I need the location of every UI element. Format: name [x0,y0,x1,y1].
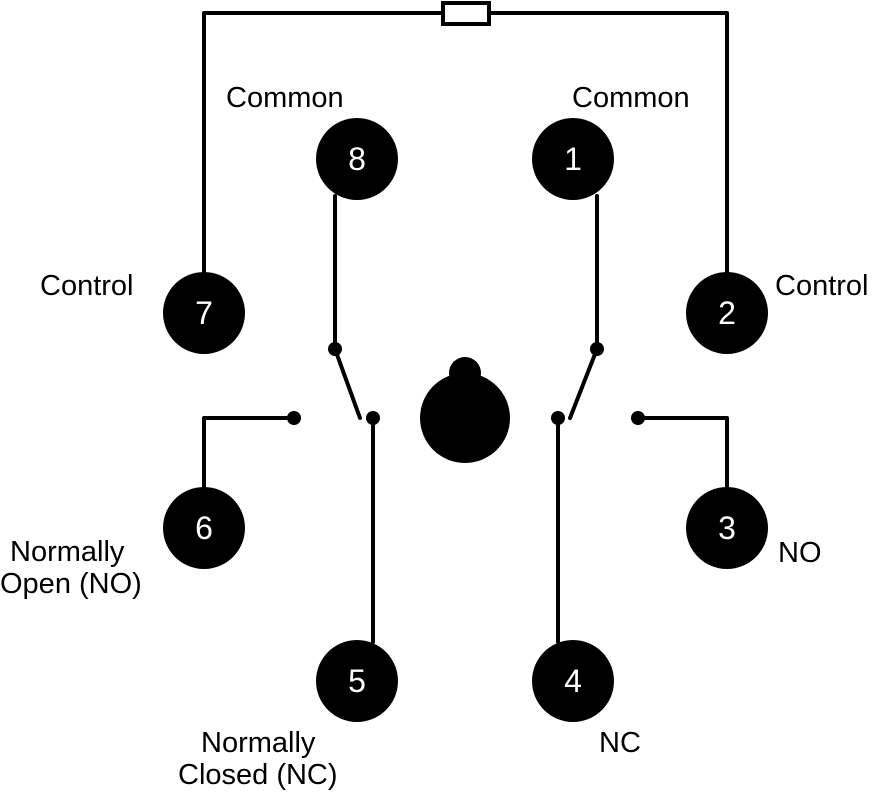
pin-5: 5 [316,640,398,722]
pin-1: 1 [532,118,614,200]
label-common-right: Common [572,82,690,114]
label-no-right: NO [778,537,822,569]
pin-8: 8 [316,118,398,200]
right-switch-arm [568,347,599,420]
pin-6: 6 [163,487,245,569]
label-control-left: Control [40,270,134,302]
pin-3-number: 3 [718,510,736,546]
right-no-contact [631,411,645,425]
pin-4: 4 [532,640,614,722]
left-common-contact [328,342,342,356]
pin-7-number: 7 [195,295,213,331]
left-switch-arm [333,347,362,420]
right-common-contact [590,342,604,356]
pin-2-number: 2 [718,295,736,331]
center-key-post [420,357,510,463]
left-no-contact [287,411,301,425]
pin-4-number: 4 [564,663,582,699]
pin-3: 3 [686,487,768,569]
coil-resistor [441,1,491,26]
pin-6-number: 6 [195,510,213,546]
pin-5-number: 5 [348,663,366,699]
pin-7: 7 [163,272,245,354]
left-no-wire [202,416,296,492]
label-common-left: Common [226,82,344,114]
pin-8-number: 8 [348,141,366,177]
pin-1-number: 1 [564,141,582,177]
right-no-wire [636,416,729,492]
label-nc-right: NC [599,727,641,759]
label-no-left-line2: Open (NO) [0,568,142,600]
control-coil-wire [202,11,729,274]
label-no-left-line1: Normally [10,536,125,568]
label-nc-left-line2: Closed (NC) [178,759,338,791]
right-nc-contact [551,411,565,425]
label-nc-left-line1: Normally [201,727,316,759]
pin-2: 2 [686,272,768,354]
left-nc-contact [366,411,380,425]
label-control-right: Control [775,270,869,302]
